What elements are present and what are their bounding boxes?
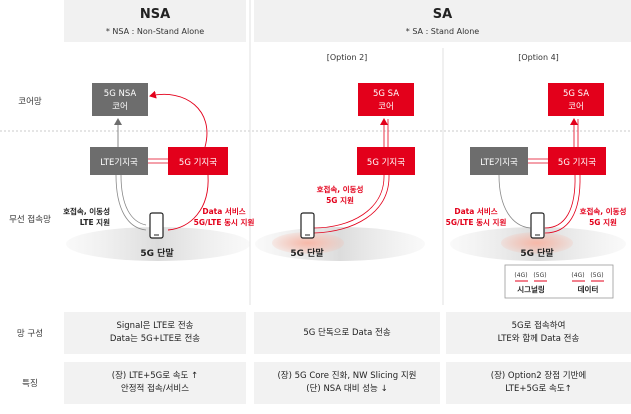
opt2-device-link: [313, 174, 385, 229]
nsa-5g-box: [168, 147, 228, 175]
legend-data: 데이터: [578, 284, 599, 294]
sa-subtitle: * SA : Stand Alone: [405, 27, 480, 36]
opt4-core-line1: 5G SA: [563, 89, 589, 99]
5g-coverage-halo: [272, 232, 344, 254]
row-label-network: 망 구성: [16, 329, 44, 339]
opt4-core-box: [548, 83, 604, 116]
opt2-5g-label: 5G 기지국: [367, 158, 405, 168]
opt4-core-line2: 코어: [568, 101, 584, 112]
row-label-core: 코어망: [18, 97, 42, 107]
nsa-device-icon: [149, 212, 164, 239]
nsa-header: NSA * NSA : Non-Stand Alone: [64, 0, 246, 42]
5g-coverage-halo: [501, 232, 573, 254]
coverage-ellipse: [66, 227, 250, 261]
opt4-left-note-1: Data 서비스: [454, 206, 497, 216]
sa-title: SA: [432, 7, 453, 22]
opt4-device-label: 5G 단말: [520, 247, 554, 259]
opt4-lte-label: LTE기지국: [480, 158, 518, 168]
opt4-5g-box: [548, 147, 606, 175]
legend-tag: (5G): [590, 272, 603, 279]
opt2-device-link: [313, 174, 390, 234]
opt2-core-line2: 코어: [378, 101, 394, 112]
opt2-device-icon: [300, 212, 315, 239]
nsa-title: NSA: [139, 7, 171, 22]
opt4-5g-device-link: [544, 174, 581, 234]
sa-header: SA * SA : Stand Alone: [254, 0, 631, 42]
opt2-device-label: 5G 단말: [290, 247, 324, 259]
opt4-right-note-2: 5G 지원: [589, 217, 617, 227]
nsa-lte-device-link: [115, 174, 147, 231]
option2-label: [Option 2]: [326, 53, 368, 62]
opt2-note-2: 5G 지원: [326, 195, 354, 205]
opt4-5g-label: 5G 기지국: [558, 158, 596, 168]
features-cell-opt2: (장) 5G Core 진화, NW Slicing 지원 (단) NSA 대비…: [254, 362, 440, 404]
network-cell-opt2: 5G 단독으로 Data 전송: [254, 312, 440, 354]
network-cell-opt4: 5G로 접속하여 LTE와 함께 Data 전송: [446, 312, 631, 354]
network-cell-nsa: Signal은 LTE로 전송 Data는 5G+LTE로 전송: [64, 312, 246, 354]
nsa-lte-label: LTE기지국: [100, 158, 138, 168]
nsa-lte-box: [90, 147, 148, 175]
row-label-features: 특징: [22, 379, 38, 389]
features-cell-nsa: (장) LTE+5G로 속도 ↑ 안정적 접속/서비스: [64, 362, 246, 404]
legend-tag: (5G): [533, 272, 546, 279]
nsa-left-note-2: LTE 지원: [80, 217, 110, 227]
nsa-core-line1: 5G NSA: [104, 89, 137, 99]
opt4-right-note-1: 호접속, 이동성: [580, 206, 627, 216]
nsa-5g-label: 5G 기지국: [179, 158, 217, 168]
nsa-subtitle: * NSA : Non-Stand Alone: [105, 27, 205, 36]
opt2-core-line1: 5G SA: [373, 89, 399, 99]
nsa-5g-core-arrow: [149, 90, 208, 148]
opt4-lte-box: [470, 147, 528, 175]
nsa-device-label: 5G 단말: [140, 247, 174, 259]
opt4-5g-device-link: [544, 174, 576, 229]
opt4-device-icon: [530, 212, 545, 239]
row-label-radio: 무선 접속망: [9, 215, 51, 225]
opt2-note-1: 호접속, 이동성: [317, 184, 364, 194]
nsa-right-note-1: Data 서비스: [202, 206, 245, 216]
nsa-lte-device-link: [120, 174, 147, 226]
opt4-left-note-2: 5G/LTE 동시 지원: [446, 217, 507, 227]
opt2-5g-box: [357, 147, 415, 175]
nsa-left-note-1: 호접속, 이동성: [63, 206, 110, 216]
nsa-core-line2: 코어: [112, 101, 128, 112]
legend-tag: (4G): [514, 272, 527, 279]
architecture-diagram: 5G NSA 코어 LTE기지국 5G 기지국 5G 단말 호접속, 이동성 L…: [0, 0, 631, 305]
nsa-5g-device-link: [167, 174, 209, 231]
opt4-lte-device-link: [498, 174, 531, 229]
features-cell-opt4: (장) Option2 장점 기반에 LTE+5G로 속도↑: [446, 362, 631, 404]
nsa-right-note-2: 5G/LTE 동시 지원: [194, 217, 255, 227]
opt2-core-box: [358, 83, 414, 116]
option4-label: [Option 4]: [518, 53, 559, 62]
legend-tag: (4G): [571, 272, 584, 279]
nsa-core-box: [92, 83, 148, 116]
legend-signaling: 시그널링: [517, 284, 545, 294]
